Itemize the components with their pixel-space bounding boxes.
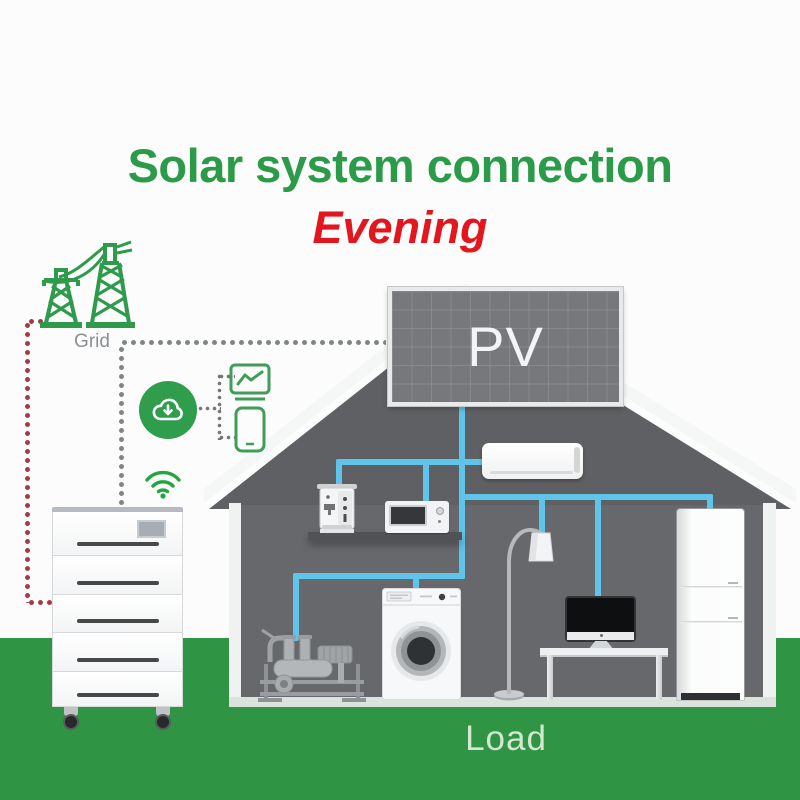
monitoring-chart-icon (229, 363, 271, 401)
wire-drop-lamp (539, 494, 545, 535)
washing-machine (382, 588, 461, 700)
wire-upper-horizontal (336, 459, 486, 465)
pv-label: PV (467, 315, 544, 378)
cloud-download-glyph (152, 398, 183, 421)
cloud-connector-h (197, 405, 221, 412)
battery-module (52, 595, 183, 633)
smartphone-icon (234, 406, 266, 453)
battery-vent (76, 693, 159, 697)
battery-top-strip (52, 507, 183, 512)
wire-drop-fridge (707, 494, 713, 514)
coffee-machine (317, 484, 357, 533)
battery-module (52, 556, 183, 595)
page-title: Solar system connection (127, 139, 673, 192)
fridge-base (681, 693, 740, 700)
battery-module (52, 633, 183, 672)
fridge-handle (728, 617, 738, 619)
red-dotted-top (27, 317, 47, 326)
desk-leg (547, 655, 553, 700)
roof-gable (209, 307, 791, 509)
air-conditioner (482, 443, 583, 479)
wire-drop-computer (595, 494, 601, 599)
floor-lamp (494, 527, 554, 701)
grid-towers-icon (40, 240, 135, 328)
pv-solar-panel: PV (388, 287, 623, 406)
cloud-connector-phone (218, 434, 237, 441)
monitor-stand (588, 641, 614, 650)
ac-vent (490, 471, 573, 474)
battery-module (52, 512, 183, 556)
gray-dotted-horizontal (120, 338, 386, 347)
wall-left (229, 503, 241, 705)
wire-drop-coffee (336, 459, 342, 488)
microwave-oven (385, 501, 449, 533)
ac-side-cap (574, 447, 580, 473)
red-dotted-bottom (27, 598, 54, 607)
cloud-connector-monitor (218, 373, 235, 380)
cloud-connector-v (216, 373, 223, 440)
battery-caster (60, 707, 82, 731)
wall-right (763, 503, 776, 705)
battery-vent (76, 542, 159, 546)
grid-label: Grid (74, 331, 110, 352)
wire-drop-microwave (423, 459, 429, 504)
battery-display-screen (137, 520, 166, 538)
microwave-button (438, 520, 441, 523)
desk-leg (656, 655, 662, 700)
wire-drop-washer (413, 573, 419, 592)
wire-main-vertical (459, 404, 465, 579)
load-label: Load (465, 719, 547, 758)
computer-monitor (565, 596, 636, 642)
battery-storage-tower (52, 507, 183, 730)
fridge-handle (728, 582, 738, 584)
battery-vent (76, 581, 159, 585)
battery-module (52, 672, 183, 707)
microwave-knob (436, 507, 444, 515)
wire-lower-horizontal (293, 573, 465, 579)
gray-dotted-vertical (117, 345, 126, 505)
monitor-logo (599, 634, 603, 637)
subtitle-evening: Evening (312, 202, 488, 253)
microwave-window (389, 505, 427, 526)
fridge-door-line (679, 621, 742, 623)
battery-caster (152, 707, 174, 731)
wire-drop-pump (293, 573, 299, 641)
fridge-door-line (679, 586, 742, 588)
battery-vent (76, 658, 159, 662)
water-pump (258, 628, 366, 702)
computer-desk (540, 648, 668, 657)
wall-shelf (308, 532, 462, 540)
red-dotted-vertical (23, 321, 32, 603)
refrigerator (677, 509, 744, 700)
wire-right-horizontal (459, 494, 713, 500)
cloud-download-icon (139, 381, 197, 439)
battery-vent (76, 619, 159, 623)
wifi-icon (145, 470, 181, 499)
floor-strip (229, 697, 776, 707)
